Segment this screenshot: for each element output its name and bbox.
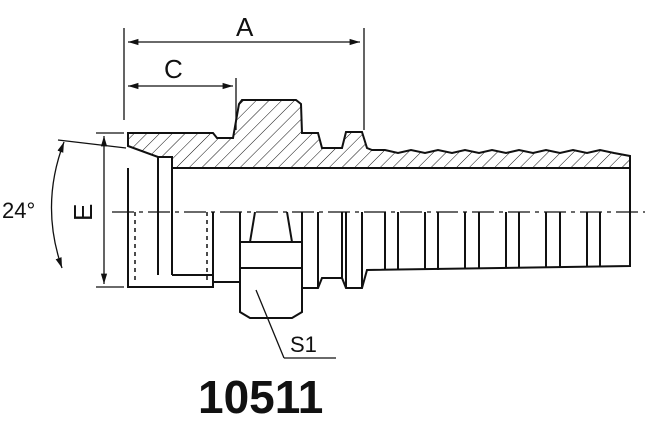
- hex-leader: [255, 289, 336, 359]
- angle-dimension: [50, 139, 127, 269]
- dimension-e: [96, 132, 124, 288]
- dimension-c-label: C: [164, 54, 183, 84]
- angle-label: 24°: [2, 198, 35, 223]
- part-number: 10511: [198, 371, 323, 423]
- dimension-a: [123, 28, 365, 130]
- thread-marks: [134, 212, 208, 282]
- hex-label: S1: [290, 332, 317, 357]
- dimension-c: [128, 78, 237, 130]
- dimension-a-label: A: [236, 12, 254, 42]
- lower-external-view: [127, 157, 631, 319]
- dimension-e-label: E: [68, 204, 98, 221]
- upper-section-hatched: [127, 99, 631, 169]
